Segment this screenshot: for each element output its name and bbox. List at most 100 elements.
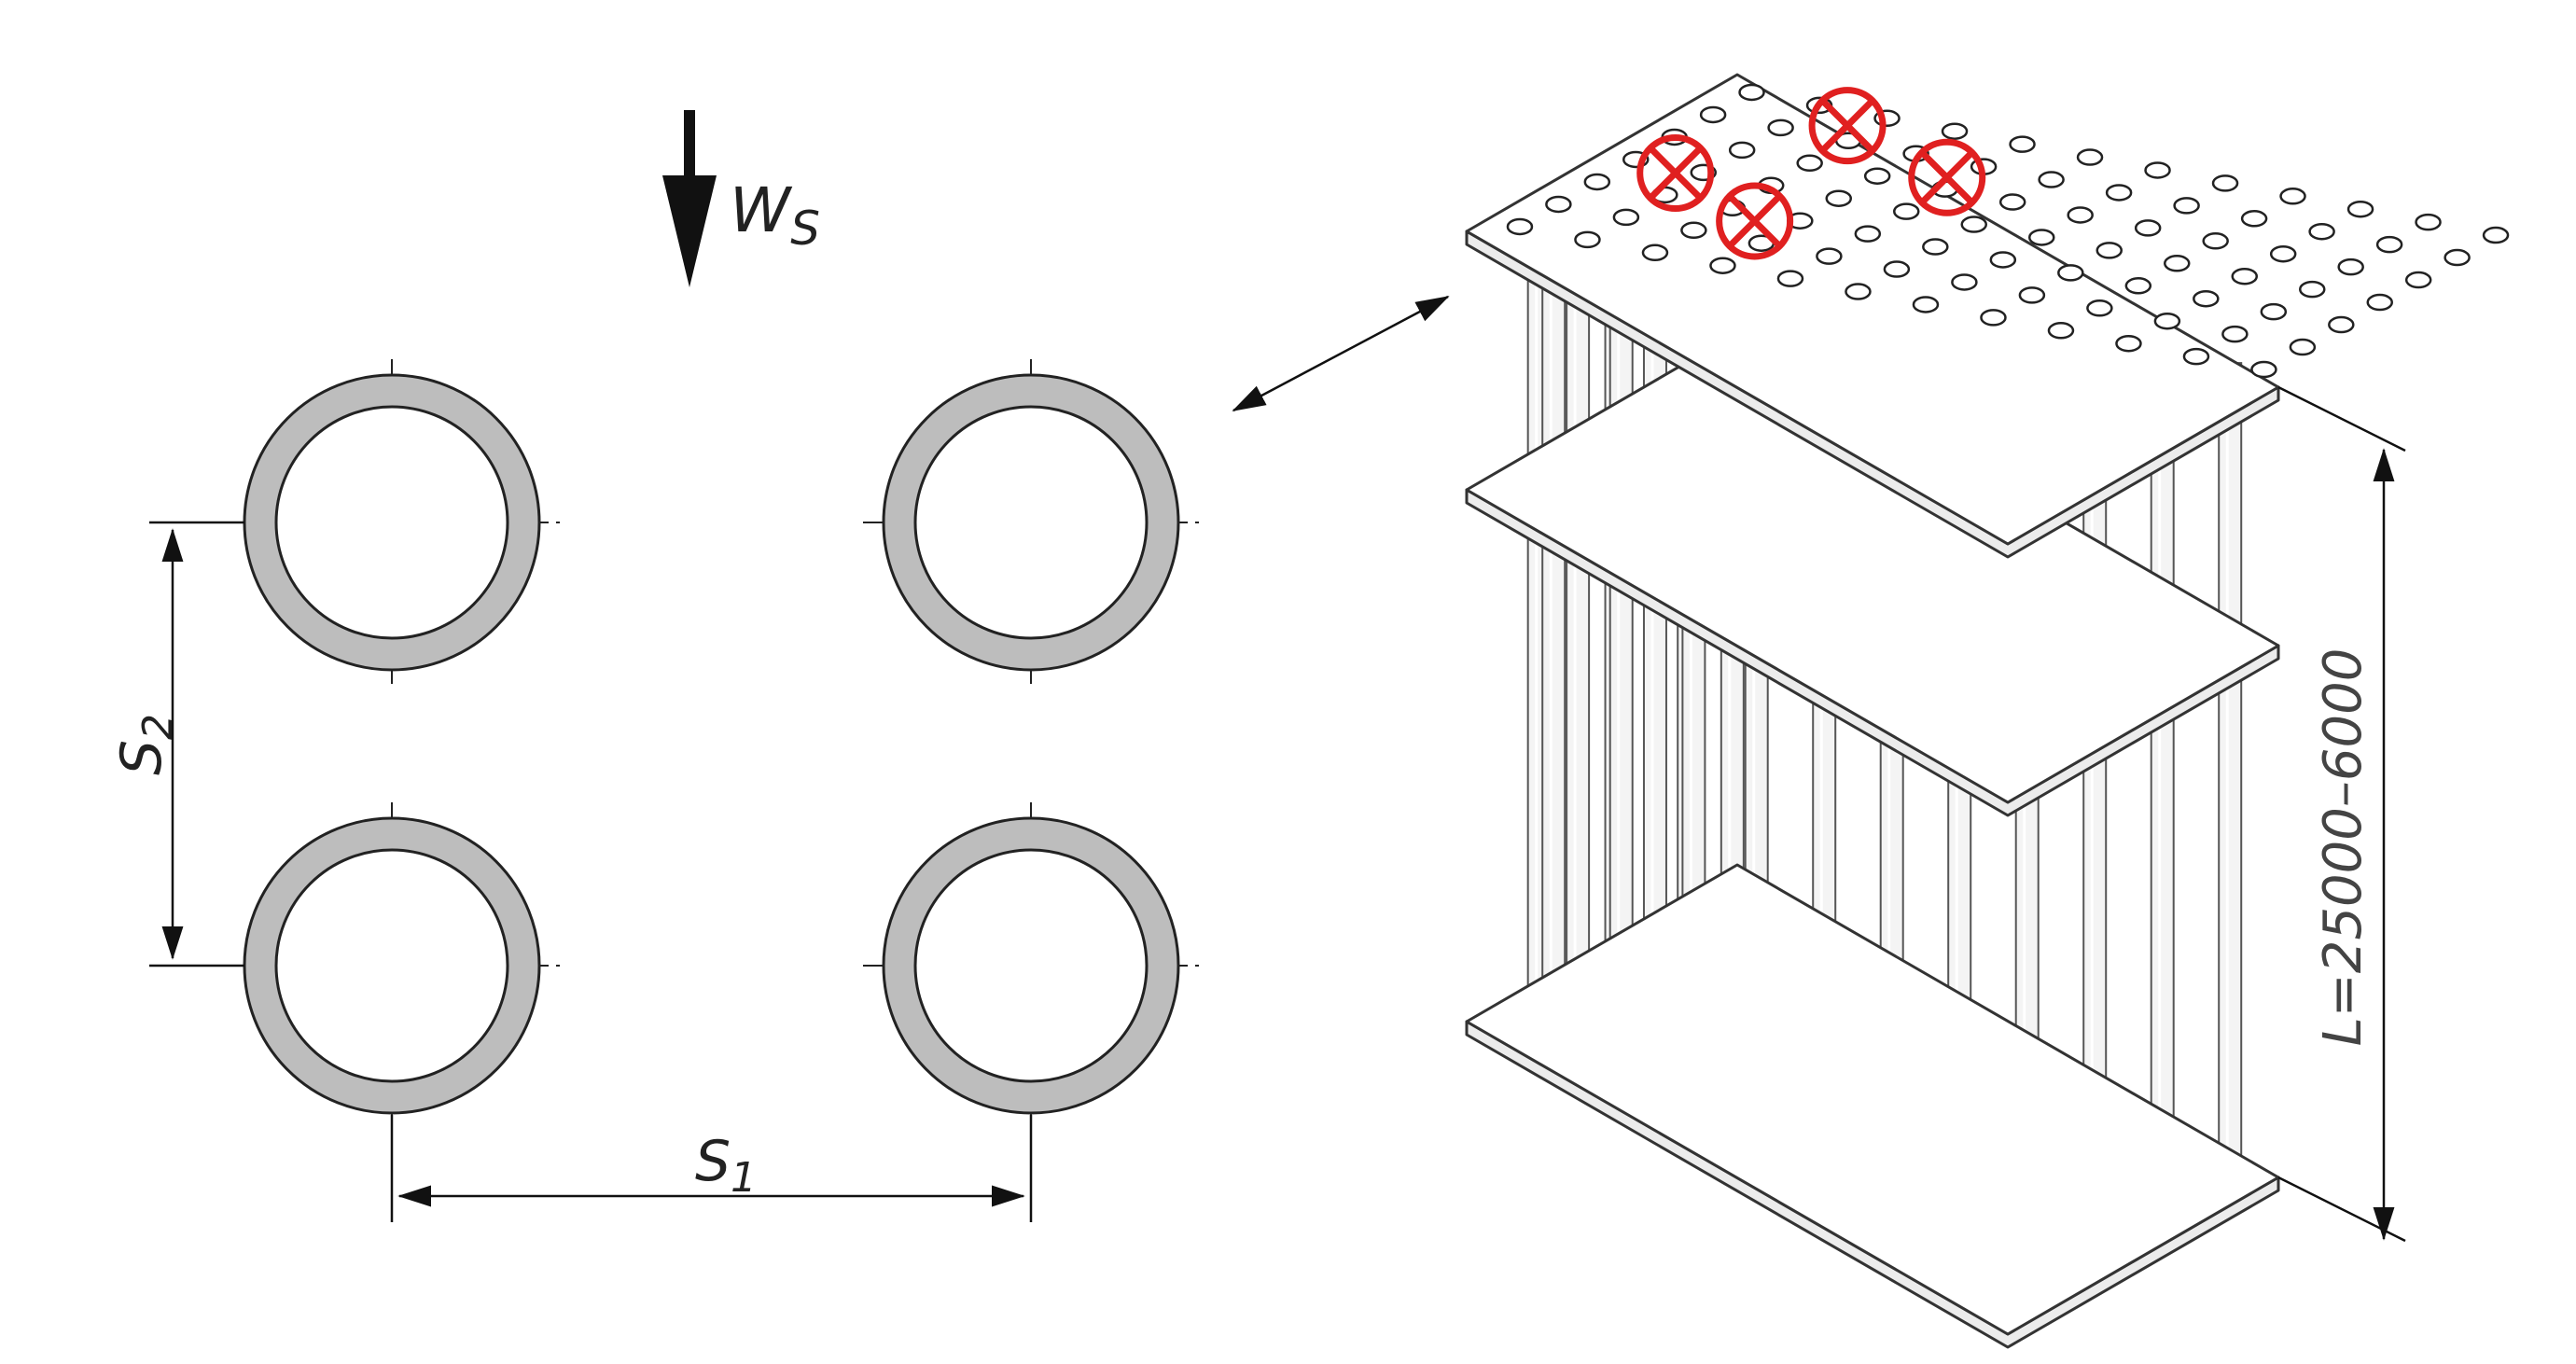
tube-hole bbox=[1912, 296, 1940, 313]
tube-hole bbox=[1816, 247, 1843, 265]
tube-hole bbox=[2260, 302, 2288, 321]
tube-hole bbox=[2415, 213, 2442, 231]
flow-direction-arrow bbox=[662, 110, 717, 287]
tube-hole bbox=[1796, 154, 1823, 173]
baffle-plate bbox=[1465, 331, 2280, 804]
tube-hole bbox=[2076, 148, 2104, 166]
tube-hole bbox=[2153, 312, 2181, 330]
tube-hole bbox=[1845, 283, 1872, 300]
tube-hole bbox=[2211, 174, 2239, 192]
tube-hole bbox=[2444, 248, 2471, 267]
tube-hole bbox=[1545, 195, 1572, 214]
marker-cross bbox=[1727, 193, 1783, 249]
tube bbox=[2218, 362, 2243, 1164]
tube-hole bbox=[2018, 286, 2046, 304]
tube-hole bbox=[1883, 260, 1911, 278]
tube-hole bbox=[1960, 216, 1987, 233]
tube-hole bbox=[2308, 222, 2335, 241]
tube-hole bbox=[1728, 141, 1756, 160]
detail-leader-arrow bbox=[1232, 295, 1450, 412]
tube-hole bbox=[2346, 200, 2374, 218]
tube-hole bbox=[2105, 184, 2133, 202]
dimension-s1-label: S1 bbox=[695, 1129, 757, 1202]
tube-hole bbox=[2124, 277, 2152, 295]
tube-hole bbox=[2375, 235, 2403, 254]
tube-hole bbox=[1506, 217, 1534, 236]
dimension-s1 bbox=[390, 1115, 1033, 1222]
tube-hole bbox=[1863, 167, 1891, 185]
tube-hole bbox=[2231, 267, 2258, 285]
tube-hole bbox=[1767, 118, 1794, 137]
tube-hole bbox=[2193, 289, 2220, 308]
tube-hole bbox=[2134, 219, 2162, 237]
marker-cross bbox=[1919, 149, 1975, 205]
tube-hole bbox=[2221, 325, 2249, 343]
marker-circle bbox=[1808, 87, 1887, 165]
removed-tube-marker bbox=[1636, 134, 1715, 212]
tube-hole bbox=[2279, 188, 2306, 205]
tube bbox=[1608, 244, 1634, 1047]
tube-hole bbox=[2067, 206, 2094, 224]
tube-hole bbox=[2240, 210, 2268, 228]
tube-arrangement-detail: WS bbox=[109, 110, 1450, 1222]
marker-circle bbox=[1716, 182, 1794, 260]
tube-hole bbox=[2250, 360, 2277, 379]
tube-hole bbox=[1951, 273, 1978, 291]
tube-cross-section-bottom-left bbox=[224, 802, 560, 1129]
tube-hole bbox=[1612, 208, 1640, 227]
tube-hole bbox=[2289, 338, 2317, 356]
tube-hole bbox=[1854, 225, 1882, 243]
tube-hole bbox=[1574, 230, 1601, 249]
tube-hole bbox=[2482, 226, 2510, 244]
tube bbox=[1541, 231, 1566, 1034]
tube bbox=[1566, 191, 1591, 994]
tube-hole bbox=[2404, 271, 2432, 289]
tube-hole bbox=[1998, 193, 2026, 211]
marker-cross bbox=[1819, 98, 1875, 154]
tube-hole bbox=[1980, 309, 2007, 327]
tube-hole bbox=[2164, 255, 2191, 272]
tube-hole bbox=[1680, 221, 1707, 240]
tube-bundle-isometric: L=25000–6000 bbox=[1465, 73, 2510, 1349]
tube-hole bbox=[2038, 171, 2065, 188]
marker-cross bbox=[1648, 146, 1704, 201]
dimension-length-label: L=25000–6000 bbox=[2313, 648, 2374, 1047]
tube-cross-section-bottom-right bbox=[863, 802, 1199, 1129]
tube-hole bbox=[1989, 251, 2017, 269]
tube-hole bbox=[2028, 229, 2055, 246]
marker-circle bbox=[1636, 134, 1715, 212]
tube-hole bbox=[2057, 264, 2084, 282]
flow-velocity-label: WS bbox=[730, 174, 820, 256]
tube-hole bbox=[2202, 232, 2229, 250]
tube-hole bbox=[2337, 257, 2364, 276]
tube-hole bbox=[2299, 280, 2326, 299]
dimension-s2 bbox=[149, 521, 244, 967]
tube-hole bbox=[2269, 244, 2297, 263]
tube-hole bbox=[1825, 189, 1852, 207]
tube-hole bbox=[1699, 105, 1727, 124]
tube-hole bbox=[2182, 347, 2210, 366]
tube-hole bbox=[1583, 173, 1611, 191]
tube-hole bbox=[2115, 334, 2142, 353]
tube-cross-section-top-left bbox=[224, 359, 560, 686]
tube-hole bbox=[2366, 293, 2393, 312]
tube-hole bbox=[2096, 242, 2123, 259]
removed-tube-marker bbox=[1716, 182, 1794, 260]
tube-hole bbox=[2173, 197, 2200, 215]
removed-tube-marker bbox=[1808, 87, 1887, 165]
marker-circle bbox=[1908, 138, 1986, 216]
tube-hole bbox=[1776, 270, 1804, 287]
tube-hole bbox=[2086, 299, 2113, 317]
tube-hole bbox=[2047, 322, 2075, 340]
tube-hole bbox=[1893, 202, 1920, 220]
tube-hole bbox=[1941, 122, 1969, 140]
tube-hole bbox=[2144, 161, 2171, 179]
tube-hole bbox=[1922, 238, 1949, 256]
tube-cross-section-top-right bbox=[863, 359, 1199, 686]
dimension-s2-label: S2 bbox=[109, 714, 182, 775]
removed-tube-marker bbox=[1908, 138, 1986, 216]
tube-hole bbox=[2009, 135, 2036, 153]
tube-hole bbox=[1641, 244, 1669, 262]
tube-hole bbox=[1738, 83, 1765, 102]
